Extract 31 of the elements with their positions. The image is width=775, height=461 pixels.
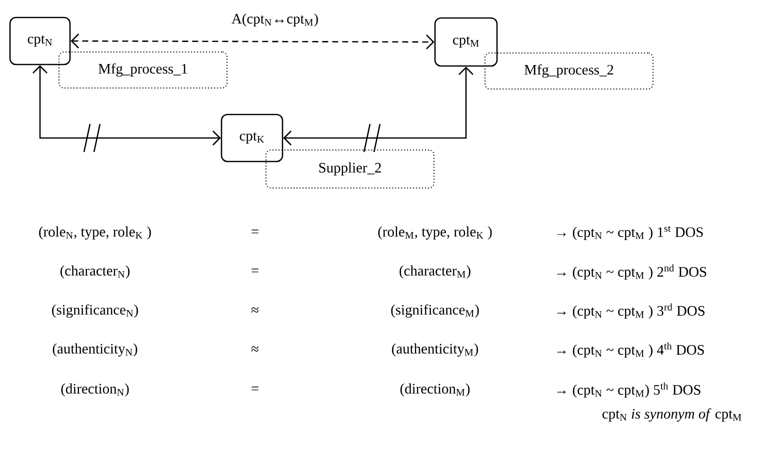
- connector-arrow: [70, 34, 434, 50]
- result-text: → (cpt$_{N}$ ~ cpt$_{M}$) 5$^{th}$ DOS: [557, 382, 700, 398]
- result-text: → (cpt$_{N}$ ~ cpt$_{M}$ ) 1$^{st}$ DOS: [557, 226, 703, 240]
- relation-term: (authenticity$_{M}$): [392, 343, 478, 357]
- relation-sign: =: [252, 268, 258, 272]
- concept-box: cpt$_{K}$: [220, 114, 284, 162]
- relation-sign: =: [252, 230, 258, 234]
- relation-term: (authenticity$_{N}$): [52, 343, 138, 357]
- process-label-box: Mfg_process_1: [58, 52, 228, 88]
- connector-arrow: [32, 65, 221, 146]
- note-text: cpt$_{N}$ is synonym of cpt$_{M}$: [602, 408, 742, 422]
- relation-term: (role$_{N}$, type, role$_{K}$ ): [39, 226, 151, 240]
- relation-sign: ≈: [251, 307, 258, 313]
- relation-sign: ≈: [251, 346, 258, 352]
- process-label-box: Supplier_2: [266, 150, 434, 188]
- relation-term: (significance$_{M}$): [391, 304, 479, 318]
- relation-term: (significance$_{N}$): [52, 304, 138, 318]
- result-text: → (cpt$_{N}$ ~ cpt$_{M}$ ) 4$^{th}$ DOS: [557, 342, 704, 358]
- relation-sign: =: [252, 386, 258, 390]
- connector-arrow: [283, 66, 474, 146]
- relation-term: (direction$_{M}$): [400, 383, 470, 397]
- relation-term: (role$_{M}$, type, role$_{K}$ ): [378, 226, 492, 240]
- relation-term: (character$_{N}$): [60, 265, 130, 279]
- result-text: → (cpt$_{N}$ ~ cpt$_{M}$ ) 3$^{rd}$ DOS: [557, 303, 704, 319]
- process-label-box: Mfg_process_2: [484, 52, 654, 90]
- result-text: → (cpt$_{N}$ ~ cpt$_{M}$ ) 2$^{nd}$ DOS: [557, 264, 706, 280]
- relation-term: (character$_{M}$): [400, 265, 470, 279]
- relation-term: (direction$_{N}$): [61, 383, 129, 397]
- concept-box: cpt$_{N}$: [9, 16, 71, 66]
- concept-box: cpt$_{M}$: [434, 17, 498, 67]
- edge-label: A(cpt$_{N}$↔cpt$_{M}$): [230, 12, 320, 28]
